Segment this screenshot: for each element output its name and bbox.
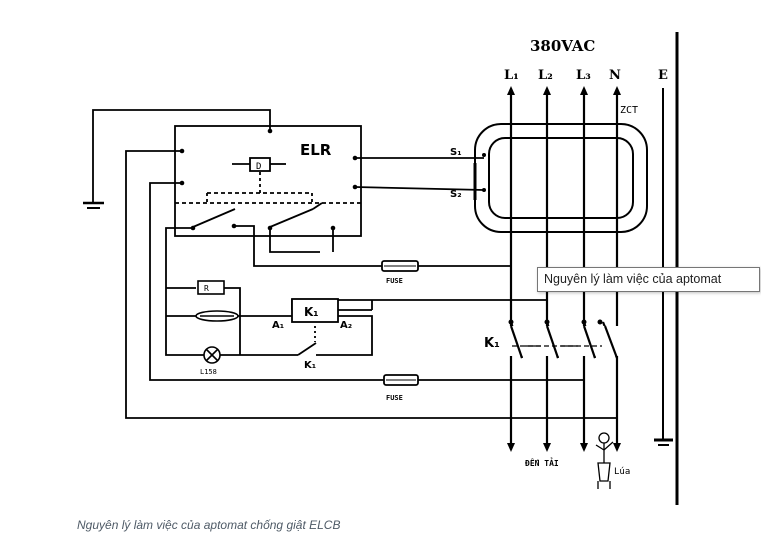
lamp-label: L158 — [200, 368, 217, 376]
s1-terminal-label: S₁ — [450, 147, 462, 158]
line-label-l3: L₃ — [576, 68, 591, 83]
a1-terminal-label: A₁ — [272, 320, 284, 331]
load-label: ĐẾN TẢI — [525, 457, 559, 468]
test-resistor — [197, 280, 225, 295]
test-resistor-glyph: R — [204, 284, 209, 293]
line-label-n: N — [609, 68, 621, 83]
person-figure-icon — [595, 432, 614, 489]
line-label-l1: L₁ — [504, 68, 519, 83]
contactor-k1-redraw — [509, 325, 619, 359]
person-label: Lúa — [614, 467, 630, 477]
s2-terminal-label: S₂ — [450, 189, 462, 200]
contactor-gap-mask — [505, 326, 620, 356]
elr-coil-glyph: D — [256, 162, 261, 172]
fuse-lower — [383, 374, 419, 386]
test-button — [195, 310, 239, 322]
indicator-lamp — [203, 346, 221, 364]
zct-label: ZCT — [620, 105, 638, 116]
k1-coil — [291, 298, 339, 323]
k1-aux-label: K₁ — [304, 360, 316, 371]
elr-label: ELR — [300, 141, 332, 159]
fuse-upper — [381, 260, 419, 272]
k1-contactor-label: K₁ — [484, 336, 500, 351]
contactor-fixed-dots — [508, 319, 603, 325]
line-label-e: E — [658, 68, 668, 83]
fuse-upper-label: FUSE — [386, 277, 403, 285]
figure-caption: Nguyên lý làm việc của aptomat chống giậ… — [77, 518, 341, 532]
line-label-l2: L₂ — [538, 68, 553, 83]
image-title-tooltip: Nguyên lý làm việc của aptomat — [537, 267, 760, 292]
k1-coil-label: K₁ — [304, 305, 319, 319]
supply-voltage-label: 380VAC — [530, 37, 595, 55]
elr-relay — [174, 125, 362, 237]
control-wiring — [83, 109, 617, 419]
a2-terminal-label: A₂ — [340, 320, 352, 331]
k1-aux-contact — [297, 342, 317, 356]
fuse-lower-label: FUSE — [386, 394, 403, 402]
supply-arrowheads — [507, 86, 621, 452]
zct-transformer — [473, 123, 648, 233]
